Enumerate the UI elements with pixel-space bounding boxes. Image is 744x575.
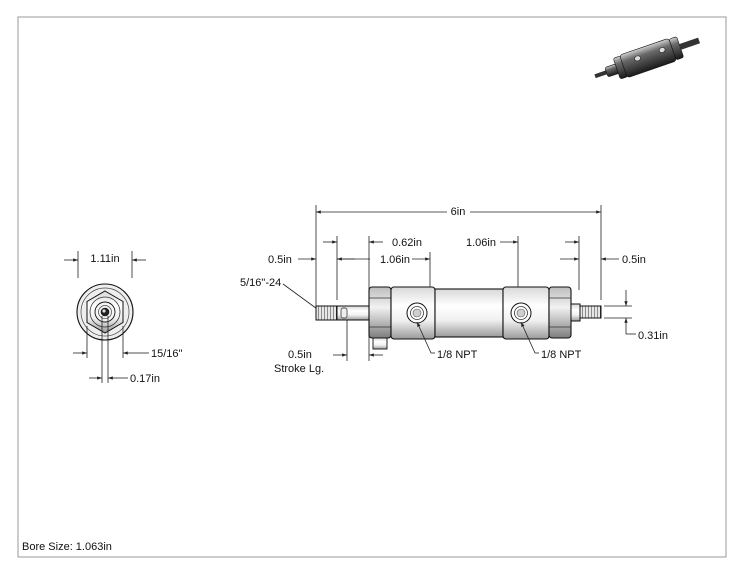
right-port: [510, 302, 532, 324]
side-view: 6in 0.5in 0.62in 1.06in 1.06in 0.5in 0.3: [240, 205, 668, 375]
thread-label: 5/16"-24: [240, 277, 281, 289]
overall-length-label: 6in: [451, 206, 466, 218]
right-port-label: 1/8 NPT: [541, 349, 582, 361]
left-extension-label: 0.5in: [268, 254, 292, 266]
right-port-offset-label: 1.06in: [466, 237, 496, 249]
front-view: 1.11in 15/16" 0.17in: [64, 251, 183, 385]
stud-diameter-label: 0.31in: [638, 330, 668, 342]
bore-size-label: Bore Size: 1.063in: [22, 541, 112, 553]
left-port-offset-label: 1.06in: [380, 254, 410, 266]
left-port: [406, 302, 428, 324]
hex-offset-label: 0.62in: [392, 237, 422, 249]
front-rod-label: 0.17in: [130, 373, 160, 385]
left-port-label: 1/8 NPT: [437, 349, 478, 361]
stroke-caption-label: Stroke Lg.: [274, 363, 324, 375]
right-extension-label: 0.5in: [622, 254, 646, 266]
stroke-value-label: 0.5in: [288, 349, 312, 361]
isometric-thumbnail: [594, 36, 701, 79]
front-width-label: 1.11in: [90, 253, 119, 265]
front-hex-label: 15/16": [151, 348, 183, 360]
